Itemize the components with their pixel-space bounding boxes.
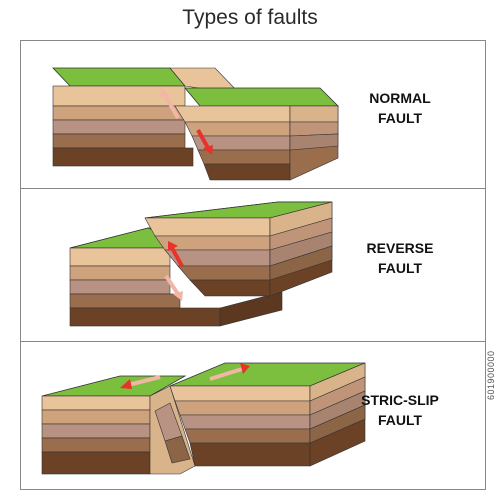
strike-slip-fault-label: STRIC-SLIP FAULT bbox=[361, 392, 439, 428]
slip-arrow-left bbox=[120, 379, 132, 389]
diagram-frame bbox=[20, 40, 486, 490]
right-block-top bbox=[184, 87, 339, 107]
page-title: Types of faults bbox=[182, 6, 318, 29]
slip-arrow-up bbox=[170, 247, 184, 267]
left-block-top bbox=[52, 67, 186, 87]
slip-arrow-right bbox=[240, 363, 250, 374]
panel-divider bbox=[20, 188, 486, 189]
reverse-fault-diagram bbox=[69, 201, 333, 327]
strike-slip-fault-diagram bbox=[41, 362, 366, 475]
slip-arrow-down bbox=[164, 274, 180, 296]
stock-id-watermark: 601900000 bbox=[486, 350, 496, 400]
normal-fault-label: NORMAL FAULT bbox=[369, 90, 431, 126]
normal-fault-diagram bbox=[52, 67, 339, 181]
slip-arrow-up bbox=[163, 94, 180, 119]
slip-arrow-down bbox=[196, 129, 210, 149]
reverse-fault-label: REVERSE FAULT bbox=[366, 240, 434, 276]
panel-divider bbox=[20, 341, 486, 342]
